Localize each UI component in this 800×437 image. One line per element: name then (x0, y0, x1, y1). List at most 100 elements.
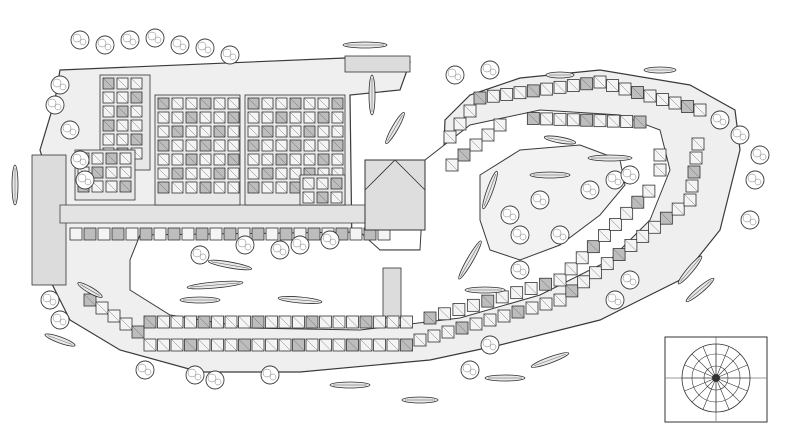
stall-roof-line (213, 111, 226, 124)
stall-roof-line (681, 100, 694, 113)
stall-roof-line (672, 202, 685, 216)
stall-roof-line (278, 315, 292, 329)
canoe-icon (529, 171, 571, 179)
tree-icon (580, 180, 600, 200)
market-stall (83, 227, 97, 241)
canoe-icon (401, 396, 439, 404)
stall-roof-line (119, 180, 132, 193)
stall-roof-line (227, 97, 240, 110)
stall-roof-line (303, 97, 316, 110)
stall-roof-line (91, 152, 104, 165)
stall-roof-line (331, 111, 344, 124)
tree-icon (605, 290, 625, 310)
tree-icon (195, 38, 215, 58)
stall-roof-line (317, 139, 330, 152)
stall-roof-line (305, 338, 319, 352)
stall-roof-line (143, 338, 157, 352)
tree-icon (135, 360, 155, 380)
stall-roof-line (275, 153, 288, 166)
stall-roof-line (157, 97, 170, 110)
tree-icon (620, 270, 640, 290)
boats (11, 41, 715, 404)
stall-roof-line (469, 317, 483, 331)
stall-roof-line (157, 338, 170, 352)
tree-icon (260, 365, 280, 385)
stall-roof-line (105, 166, 118, 179)
market-stall (195, 227, 209, 241)
stall-roof-line (359, 315, 373, 329)
market-stall (111, 227, 125, 241)
stall-roof-line (130, 119, 143, 132)
stall-roof-line (116, 105, 129, 118)
compass-ray (715, 353, 741, 379)
stall-roof-line (497, 309, 511, 323)
market-stall (251, 227, 265, 241)
canoe-icon (464, 286, 506, 294)
stall-roof-line (116, 77, 129, 90)
stall-roof-line (224, 338, 238, 352)
market-stall (153, 227, 167, 241)
stall-roof-line (524, 282, 538, 295)
canoe-icon (11, 164, 19, 206)
tree-icon (45, 95, 65, 115)
stall-roof-line (238, 315, 251, 329)
compass-ray (684, 364, 717, 379)
stall-roof-line (289, 139, 302, 152)
stall-roof-line (359, 338, 373, 352)
stall-roof-line (319, 338, 332, 352)
canoe-icon (277, 296, 323, 304)
stall-roof-line (346, 338, 359, 352)
market-stall (181, 227, 195, 241)
stall-roof-line (319, 315, 332, 329)
compass-ray (715, 377, 748, 392)
stall-roof-line (653, 163, 667, 177)
stall-roof-line (119, 317, 133, 331)
upper-market-stalls (69, 74, 426, 241)
central-building (364, 159, 426, 231)
stall-roof-line (609, 218, 622, 231)
stall-roof-line (199, 97, 212, 110)
stall-roof-line (130, 77, 143, 90)
stall-roof-line (275, 167, 288, 180)
stall-roof-line (438, 307, 451, 320)
canoe-icon (643, 66, 677, 74)
stall-roof-line (131, 325, 145, 339)
tree-icon (530, 190, 550, 210)
stall-roof-line (689, 151, 703, 165)
stall-roof-line (185, 111, 198, 124)
stall-roof-line (553, 273, 567, 287)
stall-roof-line (631, 86, 644, 99)
stall-roof-line (587, 240, 600, 253)
stall-roof-line (455, 321, 469, 335)
canoe-icon (329, 381, 371, 389)
tree-icon (185, 365, 205, 385)
stall-roof-line (443, 130, 457, 144)
trees (40, 28, 770, 390)
stall-roof-line (317, 111, 330, 124)
stall-roof-line (116, 119, 129, 132)
compass-ray (715, 364, 748, 379)
stall-roof-line (580, 77, 593, 90)
stall-roof-line (643, 89, 657, 103)
tree-icon (205, 370, 225, 390)
stall-roof-line (400, 315, 413, 329)
stall-roof-line (261, 139, 274, 152)
stall-roof-line (577, 275, 590, 288)
stall-roof-line (467, 299, 480, 312)
stall-roof-line (275, 125, 288, 138)
tree-icon (220, 45, 240, 65)
stall-roof-line (91, 166, 104, 179)
stall-roof-line (469, 138, 483, 152)
stall-roof-line (289, 153, 302, 166)
stall-roof-line (289, 125, 302, 138)
stall-roof-line (593, 114, 607, 127)
stall-roof-line (278, 338, 292, 352)
stall-roof-line (289, 97, 302, 110)
stall-roof-line (316, 177, 329, 190)
stall-roof-line (227, 139, 240, 152)
canoe-icon (385, 111, 405, 145)
stall-roof-line (157, 167, 170, 180)
stall-roof-line (493, 118, 507, 132)
